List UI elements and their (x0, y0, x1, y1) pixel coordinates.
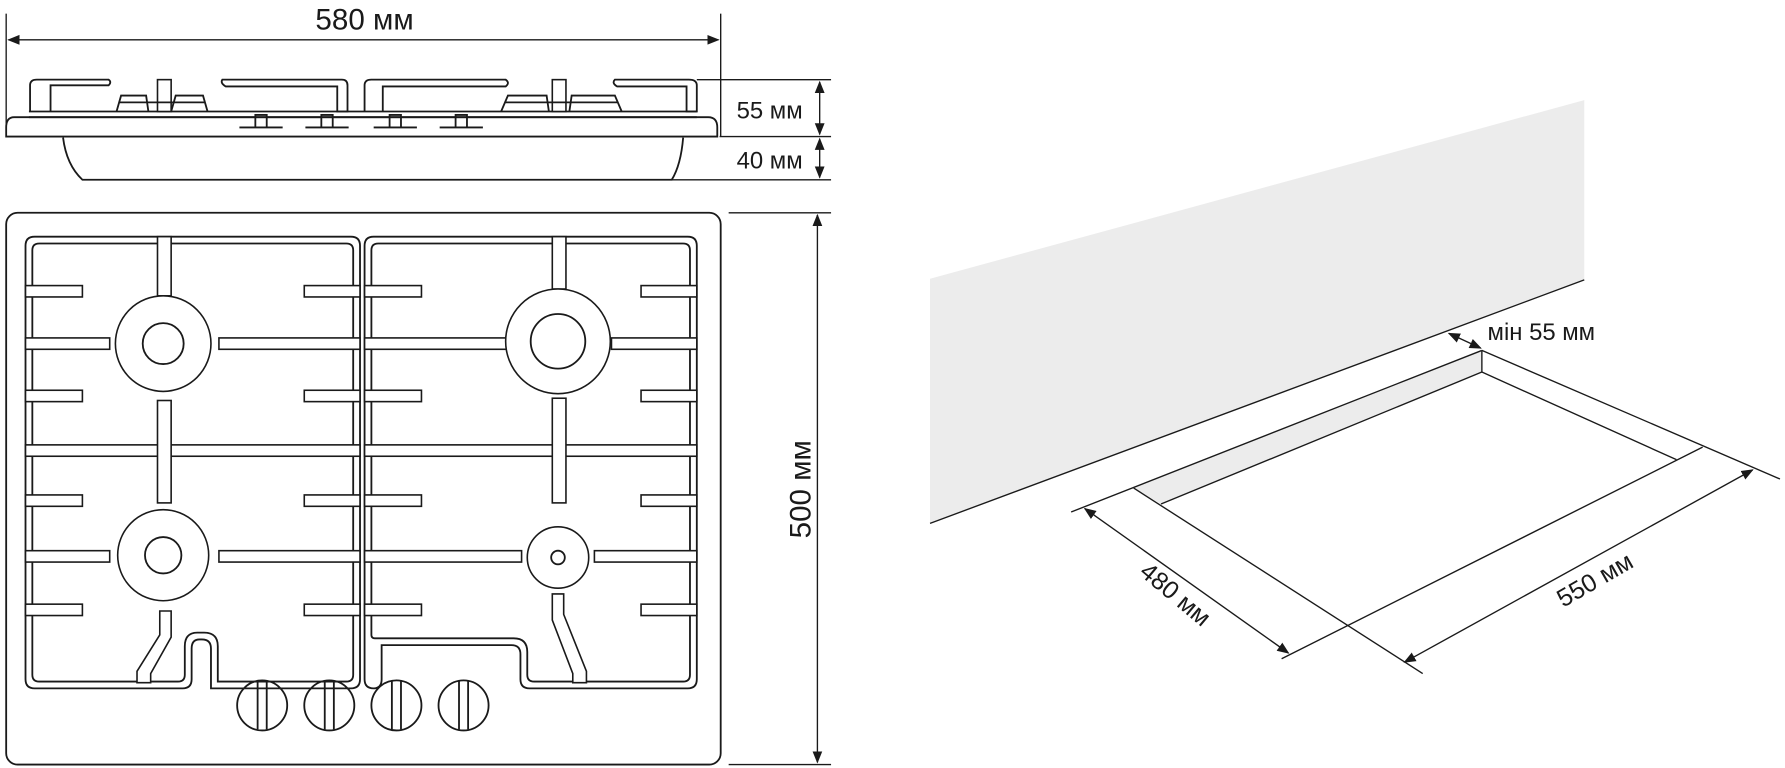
burner-rear-left (114, 295, 212, 393)
depth-label: 500 мм (785, 440, 818, 538)
control-knobs (236, 679, 490, 732)
knob-3 (370, 679, 423, 732)
cutout-depth-label: 480 мм (1134, 557, 1216, 632)
right-grate (363, 235, 698, 690)
cutout-back-strip (1133, 350, 1482, 505)
cutout-view: мін 55 мм 480 мм 550 мм (929, 100, 1781, 675)
knob-2 (303, 679, 356, 732)
knob-4 (437, 679, 490, 732)
burners (114, 288, 612, 602)
wall (930, 100, 1585, 524)
side-view: 580 мм 55 мм 40 мм (5, 4, 832, 181)
hob-bowl (62, 137, 685, 181)
side-knobs (239, 114, 483, 129)
width-label: 580 мм (315, 4, 413, 37)
left-grate (24, 235, 361, 690)
cutout-depth-arrow (1083, 507, 1290, 654)
burner-front-left (116, 508, 210, 602)
hob-plate (5, 211, 722, 766)
top-view: 500 мм (5, 211, 832, 766)
min-gap-label: мін 55 мм (1488, 319, 1596, 346)
top-height-label: 55 мм (737, 97, 803, 124)
cutout-width-arrow (1403, 469, 1754, 663)
hob-top-plate (5, 116, 719, 138)
burner-rear-right (504, 288, 612, 395)
knob-1 (236, 679, 289, 732)
burner-front-right (526, 525, 590, 590)
bottom-height-label: 40 мм (737, 147, 803, 174)
min-gap-arrow (1447, 332, 1482, 349)
